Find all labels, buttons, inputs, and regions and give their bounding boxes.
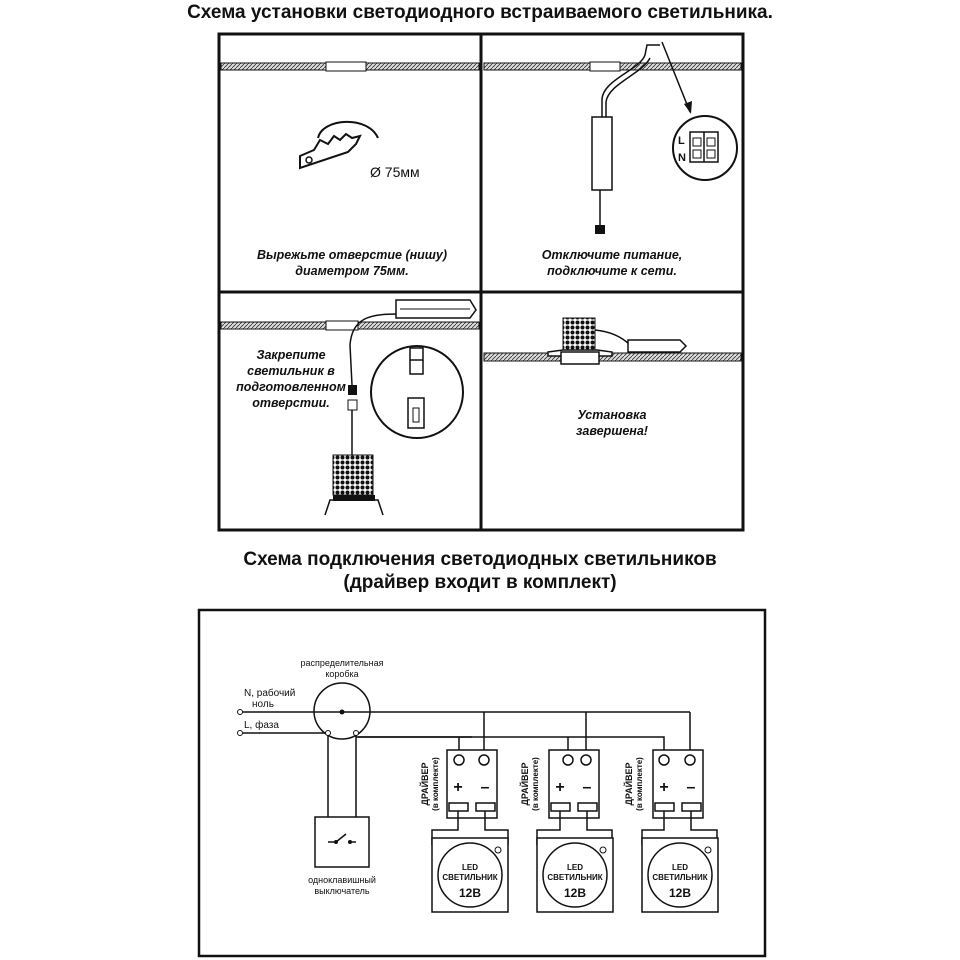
step4-caption-line1: Установка (577, 408, 646, 422)
saw-icon (299, 132, 362, 170)
driver-box-icon (591, 116, 613, 191)
diameter-label: Ø 75мм (370, 164, 420, 180)
wiring-title-line1: Схема подключения светодиодных светильни… (243, 549, 717, 570)
terminal-l-label: L (678, 135, 685, 147)
panel-cut-hole: Ø 75мм Вырежьте отверстие (нишу) диаметр… (220, 61, 480, 278)
panel-installed: Установка завершена! (483, 317, 742, 438)
step3-caption-line3: подготовленном (236, 380, 346, 394)
driver-icon (627, 339, 688, 353)
led-heatsink-icon (562, 317, 596, 351)
step1-caption-line2: диаметром 75мм. (295, 264, 409, 278)
install-title: Схема установки светодиодного встраиваем… (187, 2, 773, 23)
step3-caption-line1: Закрепите (256, 348, 325, 362)
step1-caption-line1: Вырежьте отверстие (нишу) (257, 248, 447, 262)
step2-caption-line1: Отключите питание, (542, 248, 683, 262)
step3-caption-line4: отверстии. (252, 396, 329, 410)
terminal-n-label: N (678, 152, 686, 164)
step4-caption-line2: завершена! (576, 424, 648, 438)
wiring-title: Схема подключения светодиодных светильни… (0, 548, 960, 594)
panel-fix-luminaire: Закрепите светильник в подготовленном от… (220, 299, 480, 516)
led-heatsink-icon (332, 454, 374, 496)
step3-caption-line2: светильник в (247, 364, 335, 378)
wiring-title-line2: (драйвер входит в комплект) (343, 572, 617, 593)
step2-caption-line2: подключите к сети. (547, 264, 677, 278)
panel-connect-power: L N Отключите питание, подключите к сети… (483, 41, 742, 278)
connector-zoom (370, 345, 464, 439)
install-panels (217, 32, 745, 532)
